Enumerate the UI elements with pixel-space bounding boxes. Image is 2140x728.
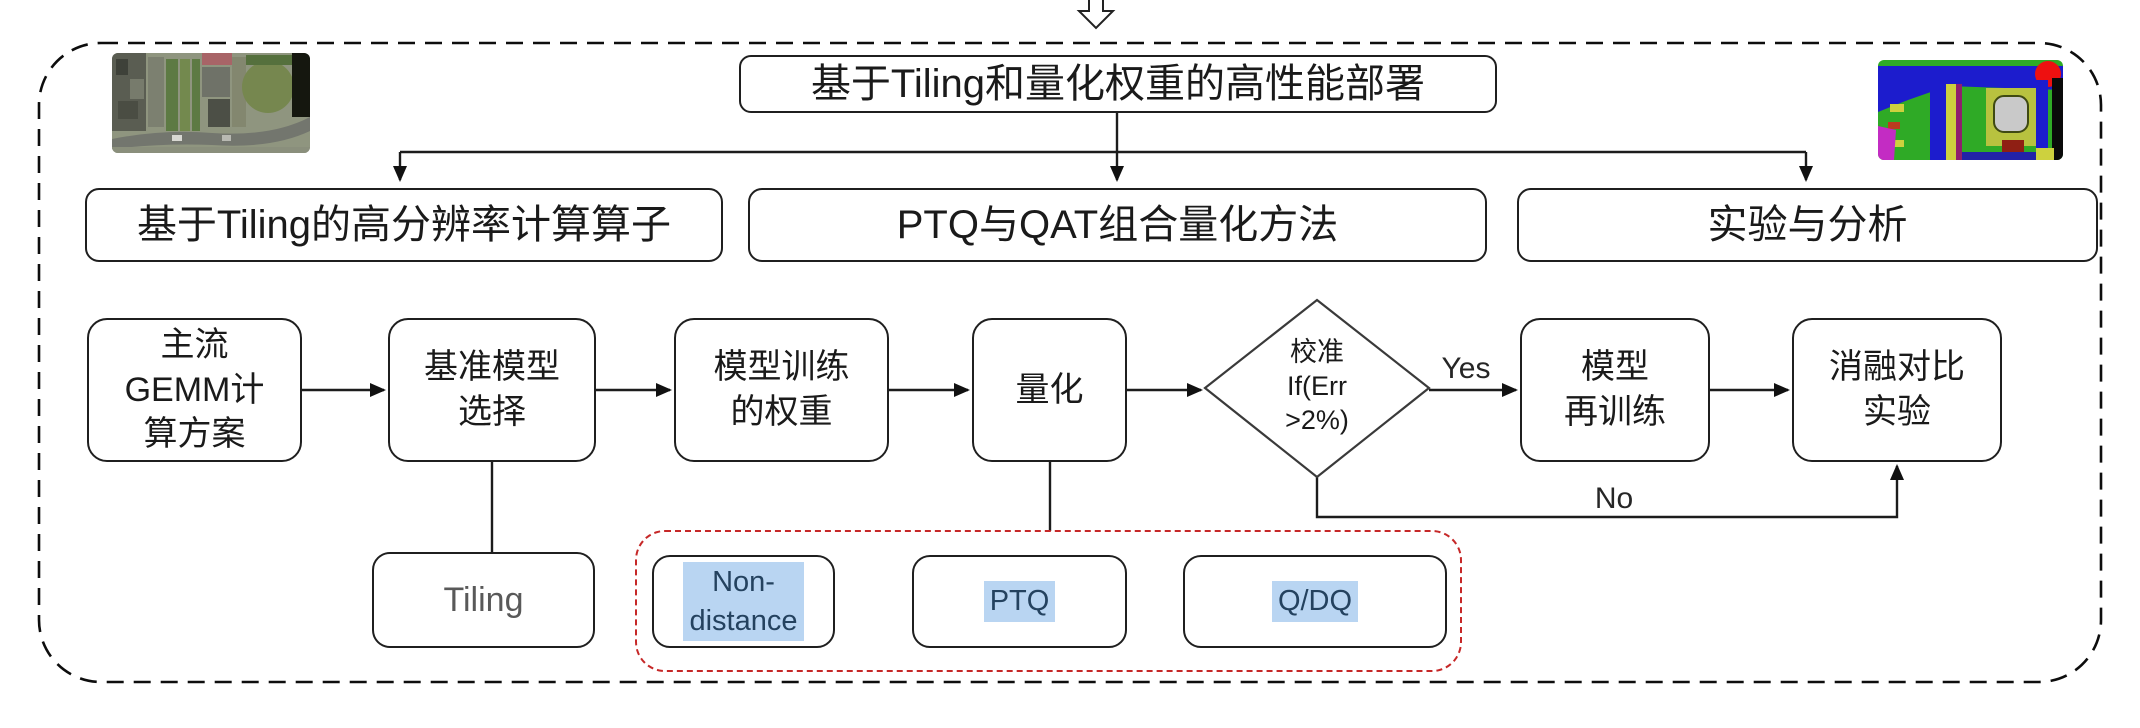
branch-box-tiling-operator: 基于Tiling的高分辨率计算算子 — [85, 188, 723, 262]
sub-node-qdq: Q/DQ — [1183, 555, 1447, 648]
flow-node-weights: 模型训练 的权重 — [674, 318, 889, 462]
sub-node-non-distance: Non- distance — [652, 555, 835, 648]
segmentation-map-art — [1878, 60, 2063, 160]
branch-box-experiment: 实验与分析 — [1517, 188, 2098, 262]
title-box: 基于Tiling和量化权重的高性能部署 — [739, 55, 1497, 113]
yes-label: Yes — [1441, 352, 1491, 385]
flow-node-quantize: 量化 — [972, 318, 1127, 462]
segmentation-map-image — [1878, 60, 2063, 160]
decision-diamond — [1203, 298, 1431, 479]
flow-node-gemm: 主流 GEMM计 算方案 — [87, 318, 302, 462]
flow-node-retrain: 模型 再训练 — [1520, 318, 1710, 462]
sub-node-tiling: Tiling — [372, 552, 595, 648]
aerial-photo-art — [112, 53, 310, 153]
qdq-label: Q/DQ — [1271, 581, 1359, 622]
sub-node-ptq: PTQ — [912, 555, 1127, 648]
non-distance-label: Non- distance — [683, 562, 804, 641]
ptq-label: PTQ — [983, 581, 1056, 622]
no-label: No — [1594, 482, 1634, 515]
branch-box-ptq-qat: PTQ与QAT组合量化方法 — [748, 188, 1487, 262]
no-arrow — [1315, 464, 1904, 519]
top-down-arrow-icon — [1076, 0, 1116, 30]
flow-node-ablation: 消融对比 实验 — [1792, 318, 2002, 462]
decision-label: 校准 If(Err >2%) — [1285, 337, 1349, 435]
aerial-photo-image — [112, 53, 310, 153]
quant-methods-group — [635, 530, 1462, 672]
flow-node-model-select: 基准模型 选择 — [388, 318, 596, 462]
